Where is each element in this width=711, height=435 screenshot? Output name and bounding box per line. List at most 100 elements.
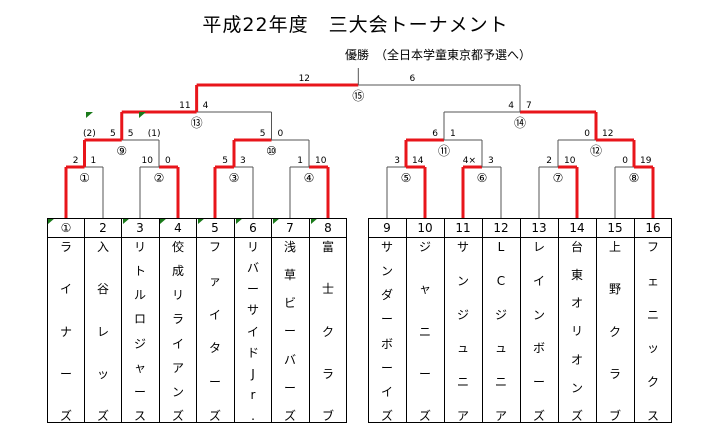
team-name-char: ー — [246, 282, 259, 297]
team-number-14: 14 — [569, 221, 585, 235]
team-column-divider — [596, 218, 597, 423]
team-name-char: サ — [456, 240, 469, 254]
team-name-14: 台東オリオンズ — [558, 240, 596, 423]
match-9-score-left: 5 — [110, 129, 116, 139]
team-name-char: ャ — [418, 282, 431, 297]
team-name-char: 東 — [570, 268, 583, 283]
team-name-char: 佼 — [171, 240, 184, 254]
match-14-score-right: 7 — [526, 101, 532, 111]
team-name-char: 入 — [96, 240, 109, 254]
match-10-score-left: 5 — [260, 129, 266, 139]
team-number-10: 10 — [417, 221, 433, 235]
team-number-2: 2 — [99, 221, 107, 235]
team-name-char: オ — [570, 296, 583, 311]
team-name-char: フ — [646, 240, 659, 254]
match-9-label: ⑨ — [116, 144, 127, 158]
team-name-char: ズ — [532, 408, 545, 423]
match-6-label: ⑥ — [477, 171, 488, 185]
team-name-7: 浅草ビーバーズ — [271, 240, 309, 423]
team-name-3: リトルロジャース — [121, 240, 159, 423]
team-name-char: フ — [208, 240, 221, 254]
team-name-char: サ — [380, 240, 393, 254]
team-name-char: ュ — [456, 341, 469, 356]
team-name-1: ライナーズ — [47, 240, 85, 423]
match-2-label: ② — [154, 171, 165, 185]
team-name-char: リ — [246, 240, 259, 254]
team-number-6: 6 — [249, 221, 257, 235]
team-name-char: 富 — [321, 240, 334, 254]
team-name-char: ー — [418, 366, 431, 381]
team-name-char: ド — [246, 345, 259, 360]
match-3-score-right: 3 — [240, 156, 246, 166]
team-name-char: イ — [59, 282, 72, 297]
team-name-char: ラ — [59, 240, 72, 254]
team-name-char: ニ — [646, 307, 659, 322]
team-name-char: ー — [283, 324, 296, 339]
team-name-char: ン — [171, 384, 184, 399]
team-name-char: ボ — [532, 341, 545, 356]
page-title: 平成22年度 三大会トーナメント — [202, 14, 509, 36]
team-name-char: イ — [532, 273, 545, 288]
team-name-char: ッ — [646, 341, 659, 356]
match-1-score-right: 1 — [91, 156, 97, 166]
team-number-8: 8 — [324, 221, 332, 235]
champion-note: 優勝 （全日本学童東京都予選へ） — [345, 48, 532, 62]
team-name-char: レ — [96, 324, 109, 339]
team-name-char: 上 — [608, 240, 621, 254]
match-2-score-right: 0 — [165, 156, 171, 166]
match-3-label: ③ — [229, 171, 240, 185]
team-name-2: 入谷レッズ — [84, 240, 122, 423]
team-column-divider — [634, 218, 635, 423]
match-2-score-left: 10 — [142, 156, 154, 166]
team-name-char: r — [250, 387, 256, 402]
team-name-char: ナ — [59, 324, 72, 339]
team-column-divider — [196, 218, 197, 423]
team-name-char: ッ — [96, 366, 109, 381]
team-name-char: ン — [380, 264, 393, 279]
team-name-char: ラ — [321, 366, 334, 381]
team-number-4: 4 — [174, 221, 182, 235]
team-column-divider — [271, 218, 272, 423]
team-name-char: バ — [246, 261, 259, 276]
match-1-score-left: 2 — [73, 156, 79, 166]
team-name-char: ー — [59, 366, 72, 381]
team-name-16: フェニックス — [634, 240, 672, 423]
team-name-char: ボ — [380, 336, 393, 351]
team-name-char: ズ — [59, 409, 72, 423]
team-name-char: ァ — [208, 273, 221, 288]
team-name-char: イ — [246, 324, 259, 339]
team-name-char: ズ — [96, 409, 109, 423]
team-name-char: ズ — [171, 408, 184, 423]
team-name-char: ロ — [133, 312, 146, 327]
match-12-label: ⑫ — [590, 144, 602, 158]
team-header-divider — [47, 237, 347, 238]
team-name-char: ク — [608, 324, 621, 339]
team-name-char: バ — [283, 352, 296, 367]
team-name-char: ズ — [283, 408, 296, 423]
team-number-3: 3 — [136, 221, 144, 235]
team-number-15: 15 — [607, 221, 623, 235]
team-name-9: サンダーボーイズ — [368, 240, 406, 423]
match-13-label: ⑬ — [191, 116, 203, 130]
match-12-score-left: 0 — [584, 129, 590, 139]
team-name-char: ル — [133, 288, 146, 303]
team-name-char: ブ — [321, 409, 334, 423]
flag-mark-8 — [86, 112, 93, 118]
match-1-label: ① — [79, 171, 90, 185]
flag-mark-2 — [123, 218, 130, 224]
match-5-score-right: 14 — [412, 156, 424, 166]
match-14-score-left: 4 — [508, 101, 514, 111]
team-name-char: ニ — [418, 324, 431, 339]
match-3-score-left: 5 — [222, 156, 228, 166]
flag-mark-6 — [273, 218, 280, 224]
team-column-divider — [520, 218, 521, 423]
team-number-7: 7 — [286, 221, 294, 235]
team-name-char: ー — [380, 360, 393, 375]
match-5-score-left: 3 — [394, 156, 400, 166]
match-4-score-left: 1 — [297, 156, 303, 166]
team-name-5: ファイターズ — [196, 240, 234, 423]
flag-mark-3 — [160, 218, 167, 224]
team-name-char: ジ — [456, 307, 469, 322]
team-name-4: 佼成リライアンズ — [159, 240, 197, 423]
